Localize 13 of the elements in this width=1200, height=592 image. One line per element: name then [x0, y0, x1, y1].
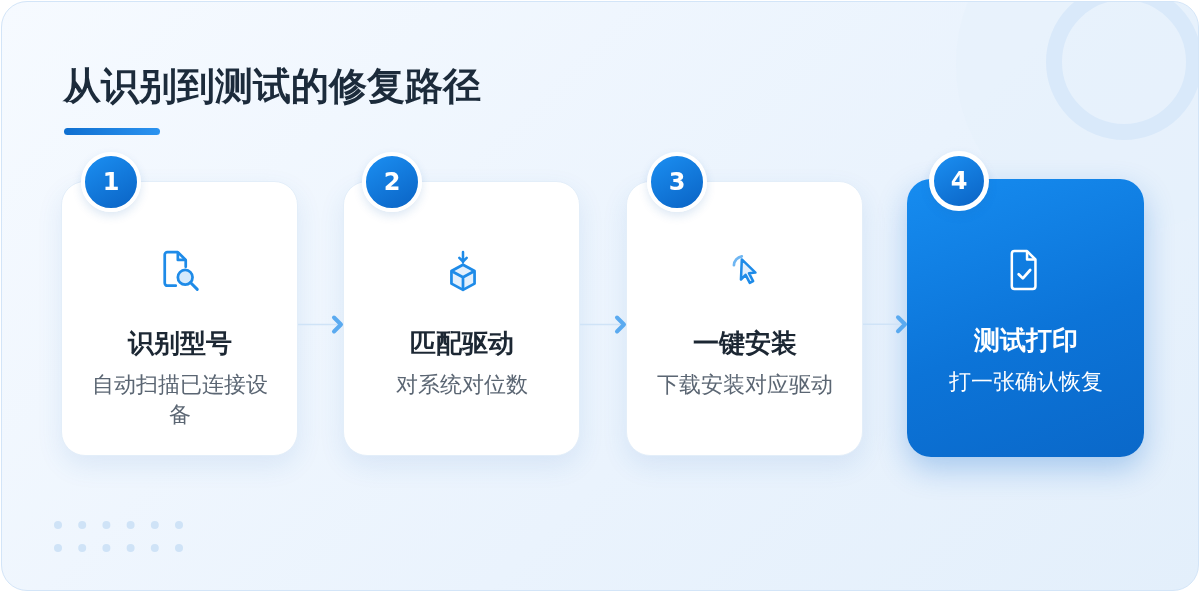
step-title: 识别型号	[126, 327, 233, 360]
step-description: 下载安装对应驱动	[655, 371, 834, 399]
step-title: 一键安装	[691, 327, 798, 360]
title: 从识别到测试的修复路径	[63, 63, 481, 110]
chevron-arrow	[297, 315, 344, 334]
step-title: 测试打印	[972, 324, 1079, 357]
chevron-arrow	[579, 315, 627, 334]
step-title: 匹配驱动	[408, 327, 515, 360]
step-number-badge: 4	[929, 151, 989, 211]
chevron-arrow	[862, 315, 908, 334]
step-description: 打一张确认恢复	[947, 368, 1104, 396]
step-description: 自动扫描已连接设备	[90, 371, 269, 429]
step-description: 对系统对位数	[394, 371, 529, 399]
